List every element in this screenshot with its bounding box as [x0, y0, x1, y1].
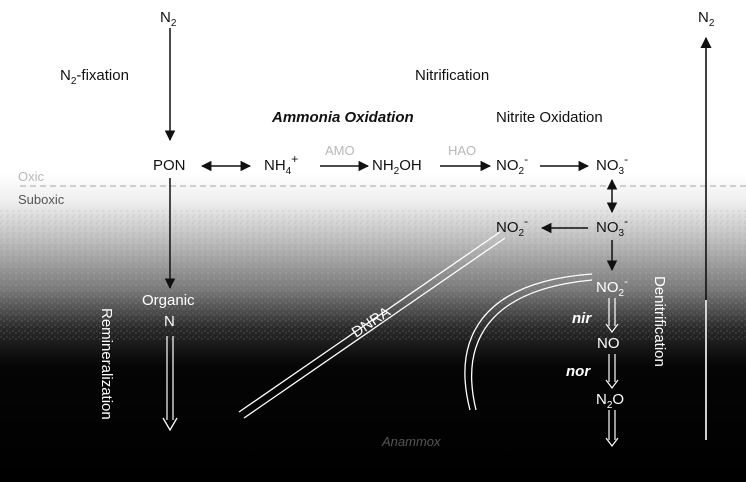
anammox-curve-outer [464, 273, 593, 411]
anammox-label: Anammox [381, 434, 441, 449]
hao-enzyme-label: HAO [448, 143, 476, 158]
suboxic-zone-label: Suboxic [18, 192, 65, 207]
suboxic-texture [0, 210, 746, 340]
organic-n-label: N [164, 313, 175, 330]
nh4-label: NH4+ [264, 152, 298, 177]
amo-enzyme-label: AMO [325, 143, 355, 158]
nir-arrow-head [605, 323, 619, 333]
ammonia-oxidation-label: Ammonia Oxidation [271, 109, 414, 126]
oxic-zone-label: Oxic [18, 169, 45, 184]
dnra-line-a [243, 237, 506, 419]
no3-suboxic-label: NO3- [596, 214, 628, 239]
nor-arrow-head [605, 379, 619, 389]
no2-denit-label: NO2- [596, 274, 628, 299]
n2-top-label: N2 [160, 9, 177, 29]
nh2oh-label: NH2OH [372, 157, 422, 177]
n2-right-label: N2 [698, 9, 715, 29]
denitrification-label: Denitrification [651, 276, 668, 367]
no-label: NO [597, 335, 620, 352]
n2-fixation-label: N2-fixation [60, 67, 129, 87]
nor-enzyme-label: nor [566, 363, 591, 380]
organic-label: Organic [142, 292, 195, 309]
remineralization-label: Remineralization [98, 308, 115, 420]
no3-oxic-label: NO3- [596, 152, 628, 177]
pon-label: PON [153, 157, 186, 174]
dnra-line-b [238, 231, 501, 413]
no2-suboxic-label: NO2- [496, 214, 528, 239]
nitrification-label: Nitrification [415, 67, 489, 84]
n2o-label: N2O [596, 391, 624, 411]
remin-arrow-head [162, 417, 178, 432]
nitrite-oxidation-label: Nitrite Oxidation [496, 109, 603, 126]
nir-enzyme-label: nir [572, 310, 592, 327]
anammox-curve-inner [471, 279, 593, 411]
no2-oxic-label: NO2- [496, 152, 528, 177]
n2o-arrow-head [605, 437, 619, 447]
